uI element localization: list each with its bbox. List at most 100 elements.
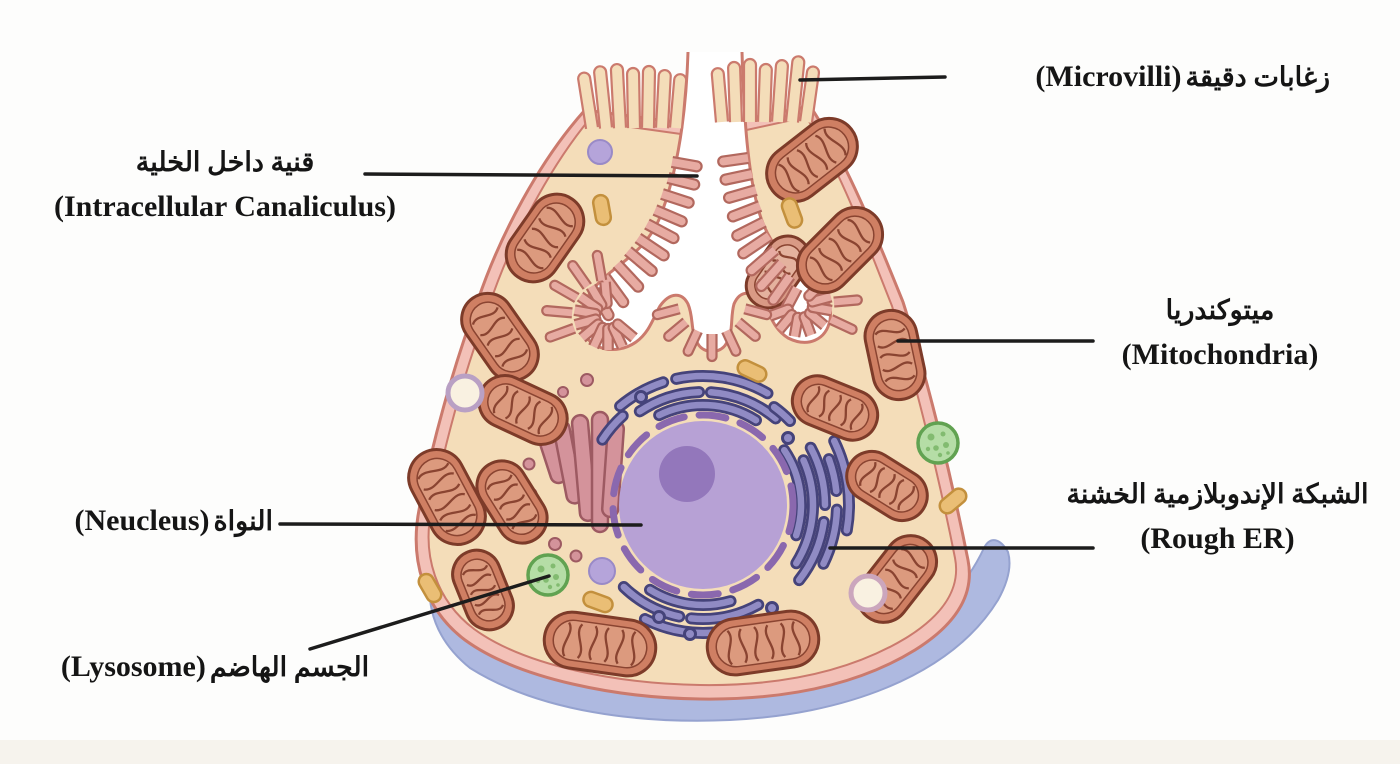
label-rough-er-arabic: الشبكة الإندوبلازمية الخشنة — [1066, 479, 1369, 509]
mitochondrion — [845, 449, 929, 523]
microvillus — [660, 188, 695, 209]
mitochondria — [407, 116, 939, 678]
clear-vacuole — [848, 573, 888, 613]
label-microvilli-arabic: زغابات دقيقة — [1185, 62, 1330, 92]
leader-line-canaliculus — [363, 172, 699, 178]
microvillus — [723, 184, 758, 204]
microvillus — [770, 59, 789, 123]
microvillus — [541, 305, 573, 319]
label-mitochondria-arabic: ميتوكندريا — [1165, 295, 1275, 325]
microvillus — [640, 64, 657, 129]
mitochondrion — [542, 610, 658, 678]
vesicle — [587, 139, 613, 165]
microvillus — [726, 200, 763, 223]
microvillus — [828, 314, 858, 335]
microvillus — [567, 260, 592, 290]
label-intracellular-canaliculus: قنية داخل الخلية (Intracellular Canalicu… — [0, 146, 450, 225]
microvillus — [706, 334, 718, 363]
secretory-granule — [582, 590, 614, 614]
microvillus — [717, 151, 749, 168]
microvillus — [591, 249, 608, 282]
microvillus — [784, 55, 806, 123]
mitochondrion — [460, 291, 540, 383]
clear-vacuole — [445, 373, 485, 413]
label-mitochondria: ميتوكندريا (Mitochondria) — [1080, 294, 1360, 373]
microvillus — [612, 259, 645, 293]
nuclear-envelope — [609, 411, 797, 599]
mitochondrion — [863, 308, 927, 402]
microvillus — [577, 71, 600, 130]
label-nucleus-english: (Neucleus) — [74, 504, 210, 537]
mitochondrion — [477, 374, 569, 446]
rough-er — [596, 370, 855, 641]
label-lysosome-english: (Lysosome) — [60, 650, 206, 683]
microvillus — [663, 317, 690, 342]
label-nucleus-arabic: النواة — [213, 506, 273, 536]
microvillus — [549, 279, 580, 303]
label-canaliculus-english: (Intracellular Canaliculus) — [54, 189, 396, 223]
mitochondrion — [504, 192, 586, 284]
microvillus — [654, 68, 672, 129]
mitochondrion — [795, 205, 885, 295]
secretory-granule — [417, 572, 443, 604]
label-mitochondria-english: (Mitochondria) — [1121, 337, 1319, 371]
label-lysosome: الجسم الهاضم (Lysosome) — [30, 648, 400, 686]
golgi-apparatus — [522, 373, 626, 563]
label-microvilli: زغابات دقيقة (Microvilli) — [940, 58, 1330, 96]
microvillus — [593, 65, 614, 129]
microvillus — [833, 294, 863, 308]
microvillus — [745, 245, 780, 277]
secretory-granule — [591, 193, 613, 227]
microvillus — [652, 204, 688, 228]
microvillus — [737, 230, 773, 260]
microvillus — [682, 328, 703, 357]
microvillus — [719, 168, 754, 186]
small-organelles — [417, 139, 968, 614]
mitochondrion — [765, 116, 859, 204]
nucleolus — [659, 446, 715, 502]
mitochondrion — [790, 374, 880, 442]
mitochondrion — [705, 609, 821, 677]
microvillus — [734, 317, 761, 342]
label-canaliculus-arabic: قنية داخل الخلية — [135, 147, 315, 177]
microvillus — [611, 318, 638, 343]
microvillus — [651, 303, 681, 321]
lysosome — [916, 421, 960, 465]
background-strip — [0, 740, 1400, 764]
secretory-granule — [780, 197, 804, 229]
mitochondrion — [475, 459, 549, 545]
microvillus — [668, 73, 688, 129]
microvillus — [756, 62, 773, 123]
microvillus — [624, 246, 658, 278]
leader-line-lysosome — [308, 574, 551, 651]
label-lysosome-arabic: الجسم الهاضم — [209, 652, 370, 682]
mitochondrion — [407, 448, 487, 546]
microvillus — [634, 232, 670, 262]
label-rough-er: الشبكة الإندوبلازمية الخشنة (Rough ER) — [1035, 478, 1400, 557]
nucleus — [609, 411, 797, 599]
label-nucleus: النواة (Neucleus) — [18, 502, 273, 540]
mitochondrion — [451, 548, 515, 632]
secretory-granule — [938, 487, 968, 515]
microvillus — [743, 303, 773, 321]
leader-line-nucleus — [278, 522, 643, 527]
microvillus — [742, 57, 758, 122]
label-microvilli-english: (Microvilli) — [1035, 60, 1182, 93]
microvillus — [544, 323, 577, 343]
microvillus — [644, 218, 680, 245]
vesicle — [588, 557, 616, 585]
microvillus — [625, 66, 642, 129]
microvillus — [767, 272, 795, 306]
microvillus — [727, 60, 744, 123]
microvillus — [670, 155, 703, 173]
apical-microvilli-tufts — [577, 55, 821, 130]
microvillus — [710, 67, 730, 123]
microvillus — [721, 328, 742, 357]
microvillus — [609, 62, 628, 129]
secretory-granule — [736, 359, 768, 383]
leader-line-microvilli — [798, 75, 947, 82]
label-rough-er-english: (Rough ER) — [1140, 521, 1295, 555]
leader-lines — [278, 75, 1095, 651]
